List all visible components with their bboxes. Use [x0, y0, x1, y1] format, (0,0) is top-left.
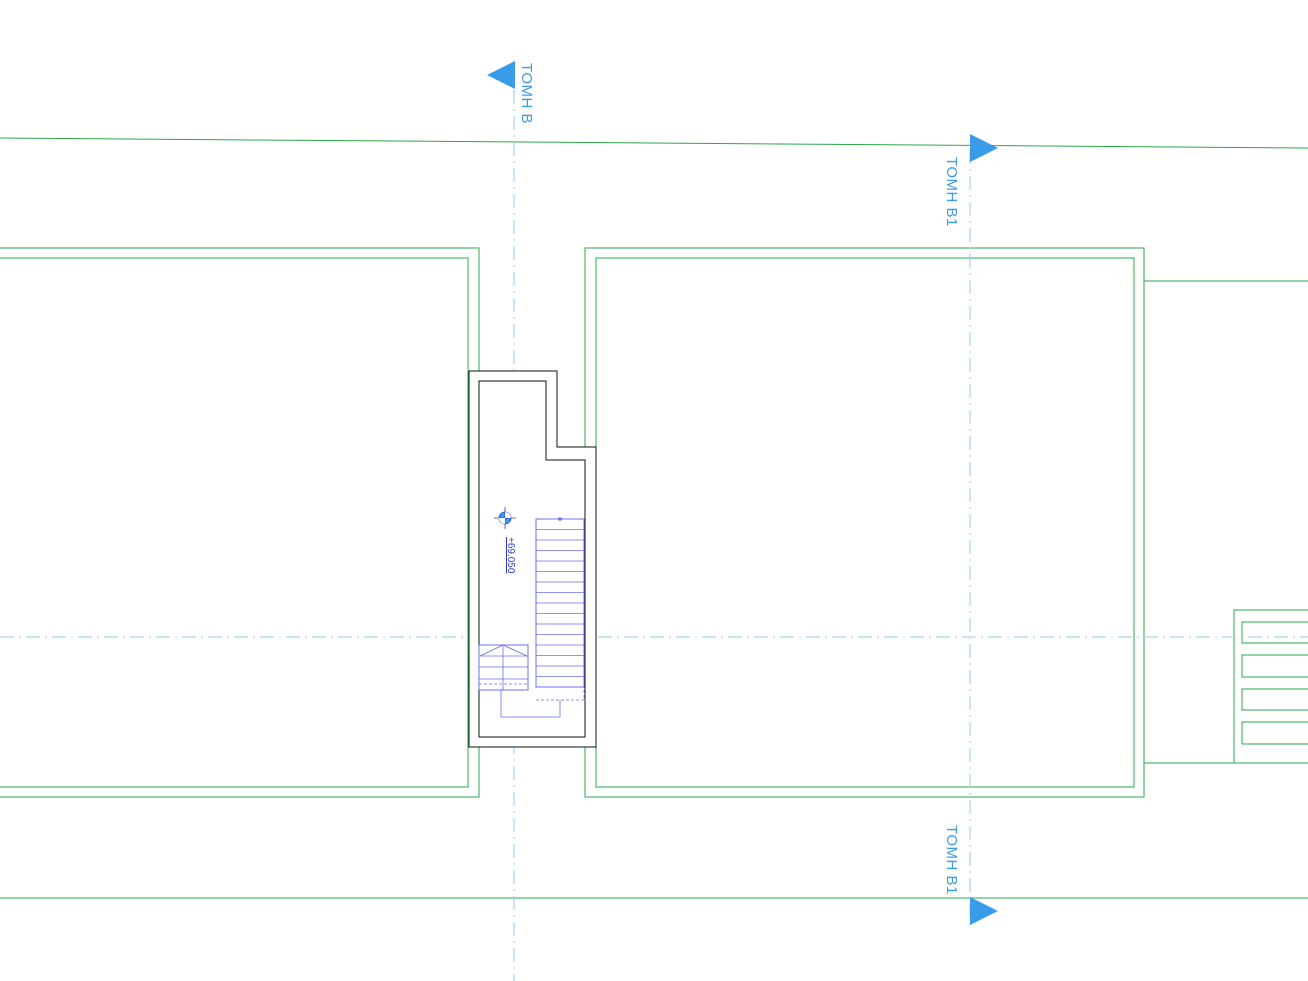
section-axes	[0, 90, 1308, 981]
building-left[interactable]	[0, 247, 480, 798]
section-label-b1-top: ΤΟΜΗ Β1	[943, 157, 960, 227]
annex-box	[1233, 609, 1308, 763]
triangle-arrow-icon	[487, 61, 515, 89]
stair-landing-line	[500, 690, 561, 718]
section-marker-b1-top[interactable]: ΤΟΜΗ Β1	[943, 134, 998, 227]
level-value: +69.050	[505, 537, 516, 574]
level-marker[interactable]: +69.050	[494, 507, 516, 574]
stair-core-inner	[478, 380, 586, 738]
section-label-b1-bottom: ΤΟΜΗ Β1	[943, 825, 960, 895]
triangle-arrow-icon	[970, 134, 998, 162]
boundary-lines	[0, 137, 1308, 899]
annex-slot-1	[1241, 621, 1308, 644]
stair-core-outer	[468, 370, 597, 748]
annex-right[interactable]	[1144, 280, 1308, 764]
stair-core[interactable]	[468, 370, 597, 748]
stair-lower[interactable]	[478, 644, 529, 691]
level-target-icon	[494, 507, 516, 529]
stair-flight[interactable]	[500, 517, 585, 718]
stair-start-dot	[558, 517, 562, 521]
stair-landing-dashed	[536, 687, 585, 701]
annex-slot-4	[1241, 721, 1308, 745]
section-label-b-top: ΤΟΜΗ Β	[518, 63, 535, 124]
annex-slot-3	[1241, 688, 1308, 711]
section-marker-b-top[interactable]: ΤΟΜΗ Β	[487, 61, 535, 124]
building-left-outer-wall	[0, 247, 480, 798]
triangle-arrow-icon	[970, 897, 998, 925]
boundary-line-top	[0, 137, 1308, 149]
annex-slot-2	[1241, 654, 1308, 678]
building-right-inner-wall	[595, 257, 1135, 788]
stair-treads	[536, 529, 584, 677]
building-left-inner-wall	[0, 257, 469, 788]
section-marker-b1-bottom[interactable]: ΤΟΜΗ Β1	[943, 825, 998, 925]
building-right-outer-wall	[584, 247, 1145, 798]
building-right[interactable]	[584, 247, 1145, 798]
